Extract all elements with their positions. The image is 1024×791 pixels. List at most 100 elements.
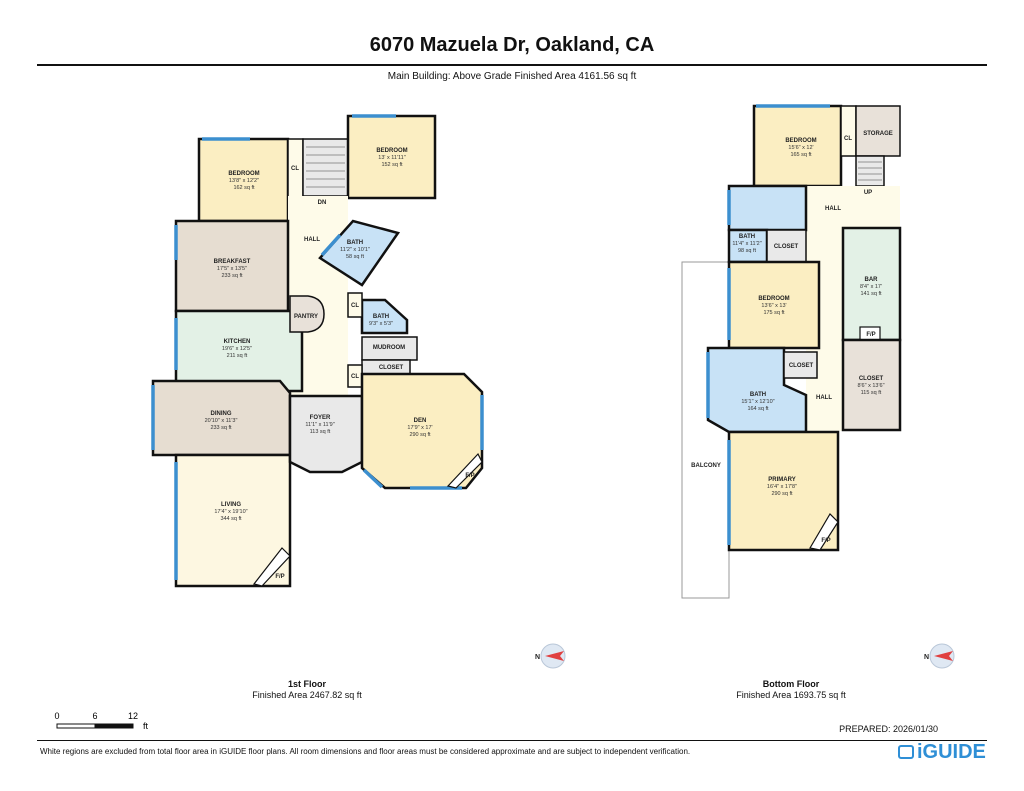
label-living-dims: 17'4" x 19'10"	[214, 509, 247, 515]
room-bath-b	[360, 298, 409, 335]
label-foyer-name: FOYER	[310, 415, 331, 421]
label-b-closet-big-dims: 8'6" x 13'6"	[857, 383, 884, 389]
label-bedroom-a-area: 162 sq ft	[233, 185, 255, 191]
label-bedroom-b-name: BEDROOM	[376, 148, 407, 154]
label-b-bath-b-area: 164 sq ft	[747, 406, 769, 412]
room-closet-bottom-a	[766, 229, 807, 263]
label-cl-c: CL	[351, 374, 359, 380]
label-b-bedroom-a-dims: 15'6" x 12'	[788, 145, 813, 151]
label-pantry: PANTRY	[294, 314, 318, 320]
bottom-floor-area: Finished Area 1693.75 sq ft	[736, 690, 846, 700]
label-foyer-dims: 11'1" x 11'9"	[305, 422, 334, 428]
room-closet-bottom-b	[783, 351, 818, 379]
label-breakfast-name: BREAKFAST	[214, 259, 251, 265]
label-b-bedroom-a-area: 165 sq ft	[790, 152, 812, 158]
label-cl-b: CL	[351, 303, 359, 309]
compass-letter-bottom: N	[924, 654, 929, 661]
label-b-fp-primary: F/P	[821, 538, 830, 544]
label-cl-a: CL	[291, 166, 299, 172]
stairs-bottom	[855, 155, 885, 187]
label-dining-name: DINING	[211, 411, 232, 417]
room-bar	[841, 226, 902, 342]
first-floor-area: Finished Area 2467.82 sq ft	[252, 690, 362, 700]
label-bedroom-a-name: BEDROOM	[228, 171, 259, 177]
label-b-closet-big-name: CLOSET	[859, 376, 884, 382]
label-kitchen-name: KITCHEN	[224, 339, 251, 345]
compass-first: N	[535, 643, 566, 669]
scale-tick-0: 0	[54, 711, 59, 721]
room-pantry	[289, 295, 325, 333]
label-fp-den: F/P	[465, 473, 474, 479]
label-bath-a-dims: 11'2" x 10'1"	[340, 247, 370, 253]
room-bath-a-upper	[727, 184, 808, 232]
label-bedroom-a-dims: 13'8" x 12'2"	[229, 178, 259, 184]
label-b-hall-mid: HALL	[816, 395, 832, 401]
label-mudroom: MUDROOM	[373, 345, 405, 351]
stair-treads-bottom	[858, 161, 882, 181]
label-bedroom-b-area: 152 sq ft	[381, 162, 403, 168]
label-b-closet-b: CLOSET	[789, 363, 814, 369]
label-up: UP	[864, 190, 872, 196]
label-primary-name: PRIMARY	[768, 477, 795, 483]
scale-unit: ft	[143, 721, 149, 731]
label-bath-b-dims: 9'3" x 5'3"	[369, 321, 393, 327]
label-b-bath-b-dims: 15'1" x 12'10"	[741, 399, 774, 405]
room-breakfast	[174, 219, 290, 313]
label-foyer-area: 113 sq ft	[310, 429, 331, 435]
label-breakfast-dims: 17'5" x 13'5"	[217, 266, 247, 272]
room-bedroom-a	[197, 137, 290, 223]
label-hall: HALL	[304, 237, 320, 243]
bottom-floor-labels: BEDROOM 15'6" x 12' 165 sq ft CL STORAGE…	[691, 131, 893, 544]
label-bar-name: BAR	[865, 277, 879, 283]
first-floor-title: 1st Floor	[287, 679, 326, 689]
label-b-cl: CL	[844, 136, 852, 142]
label-primary-area: 290 sq ft	[771, 491, 793, 497]
scale-tick-6: 6	[92, 711, 97, 721]
footer-divider	[37, 740, 987, 741]
label-b-fp-bar: F/P	[866, 332, 875, 338]
logo-icon	[898, 745, 914, 759]
label-bar-dims: 8'4" x 17'	[860, 284, 882, 290]
label-balcony: BALCONY	[691, 463, 721, 469]
prepared-date: PREPARED: 2026/01/30	[839, 724, 938, 734]
stairs-first	[302, 138, 349, 197]
balcony	[681, 261, 730, 599]
label-den-area: 290 sq ft	[409, 432, 431, 438]
label-living-area: 344 sq ft	[220, 516, 242, 522]
label-b-closet-big-area: 115 sq ft	[861, 390, 882, 396]
label-b-bath-a-dims: 11'4" x 11'2"	[732, 241, 761, 247]
label-primary-dims: 16'4" x 17'8"	[767, 484, 797, 490]
compass-letter-first: N	[535, 654, 540, 661]
room-closet-big	[841, 338, 902, 432]
closet-cl-bottom	[840, 105, 857, 157]
label-b-bedroom-a-name: BEDROOM	[785, 138, 816, 144]
label-dining-area: 233 sq ft	[210, 425, 232, 431]
scale-tick-12: 12	[128, 711, 138, 721]
label-den-dims: 17'9" x 17'	[407, 425, 432, 431]
label-bedroom-b-dims: 13' x 11'11"	[378, 155, 405, 161]
bottom-floor-title: Bottom Floor	[762, 679, 820, 689]
fireplace-primary	[809, 513, 839, 551]
title-divider	[37, 64, 987, 66]
label-den-name: DEN	[414, 418, 427, 424]
label-fp-living: F/P	[275, 574, 284, 580]
fireplace-living	[252, 547, 291, 587]
label-closet-first: CLOSET	[379, 365, 404, 371]
bottom-floor-plan	[681, 104, 902, 599]
label-b-bedroom-b-name: BEDROOM	[758, 296, 789, 302]
label-b-bath-a-area: 98 sq ft	[738, 248, 757, 254]
page-subtitle: Main Building: Above Grade Finished Area…	[387, 71, 637, 82]
label-b-bath-b-name: BATH	[750, 392, 766, 398]
closet-cl-b	[347, 292, 363, 318]
windows-first	[151, 114, 484, 580]
page-title: 6070 Mazuela Dr, Oakland, CA	[369, 34, 655, 56]
label-dining-dims: 20'10" x 11'3"	[205, 418, 238, 424]
fireplace-den	[446, 452, 483, 489]
label-bar-area: 141 sq ft	[860, 291, 882, 297]
label-dn: DN	[318, 200, 327, 206]
scale-bar: 0 6 12 ft	[54, 711, 148, 731]
logo-text: iGUIDE	[917, 741, 986, 763]
label-bath-a-name: BATH	[347, 240, 363, 246]
first-floor-labels: BEDROOM 13'8" x 12'2" 162 sq ft CL BEDRO…	[205, 148, 475, 580]
